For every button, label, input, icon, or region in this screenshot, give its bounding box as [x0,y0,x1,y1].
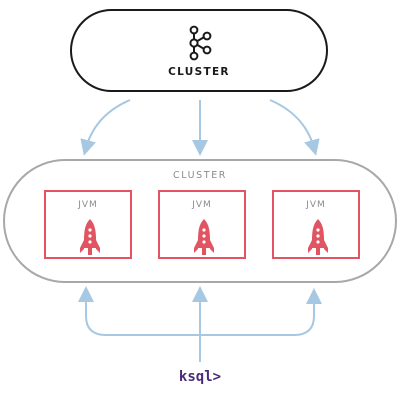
kafka-icon [189,25,212,61]
rocket-icon [80,219,100,255]
jvm-label: JVM [78,200,98,210]
rocket-icon [194,219,214,255]
top-cluster-label: CLUSTER [168,66,230,78]
jvm-label: JVM [192,200,212,210]
top-cluster: CLUSTER [70,9,328,92]
jvm-node-2: JVM [158,190,246,259]
inner-cluster: CLUSTER JVM JVM [3,159,397,283]
arrow-top-to-jvm-3 [269,99,320,156]
jvm-node-3: JVM [272,190,360,259]
inner-cluster-label: CLUSTER [172,170,228,181]
rocket-icon [308,219,328,255]
ksql-client-label: ksql> [178,369,222,385]
arrow-top-to-jvm-1 [80,99,131,156]
jvm-label: JVM [306,200,326,210]
jvm-node-1: JVM [44,190,132,259]
